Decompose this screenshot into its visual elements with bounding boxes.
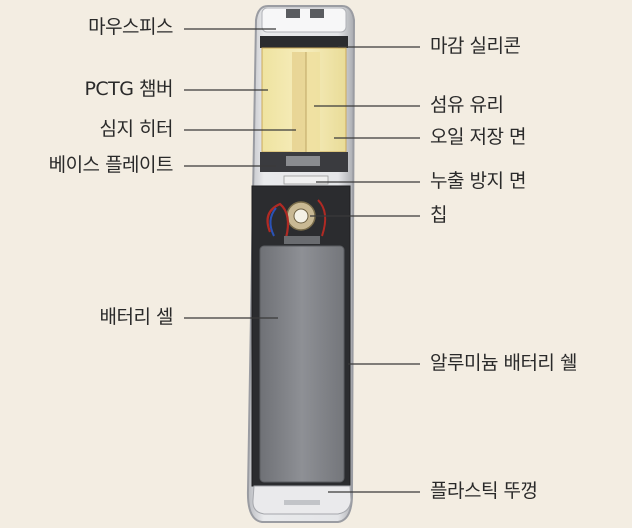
leakproof-pad — [283, 175, 329, 185]
label-mouthpiece: 마우스피스 — [88, 16, 173, 38]
label-fiberglass: 섬유 유리 — [430, 94, 504, 116]
label-wick-heater: 심지 히터 — [99, 118, 174, 140]
wire-red-right — [317, 199, 327, 237]
battery-cell — [259, 245, 345, 483]
chip-inner — [293, 208, 309, 224]
base-plate-detail — [286, 156, 320, 166]
label-plastic-cap: 플라스틱 뚜껑 — [430, 480, 538, 502]
label-oil-cotton: 오일 저장 면 — [430, 126, 526, 148]
label-base-plate: 베이스 플레이트 — [48, 154, 174, 176]
wick-core — [292, 52, 306, 152]
label-aluminum-shell: 알루미늄 배터리 쉘 — [430, 352, 577, 374]
sealing-silicone — [260, 36, 348, 48]
mouthpiece — [261, 7, 347, 33]
label-sealing-silicone: 마감 실리콘 — [430, 35, 521, 57]
label-pctg-chamber: PCTG 챔버 — [84, 78, 173, 100]
mouthpiece-slot-right — [310, 9, 324, 18]
label-battery-cell: 배터리 셀 — [99, 306, 174, 328]
wire-red — [266, 202, 290, 239]
label-leakproof: 누출 방지 면 — [430, 170, 526, 192]
wire-blue — [269, 207, 277, 237]
mouthpiece-slot-left — [286, 9, 300, 18]
plastic-cap-slot — [284, 500, 320, 505]
label-chip: 칩 — [430, 204, 447, 226]
fiberglass-core — [306, 52, 320, 152]
wire-solder — [284, 236, 320, 244]
